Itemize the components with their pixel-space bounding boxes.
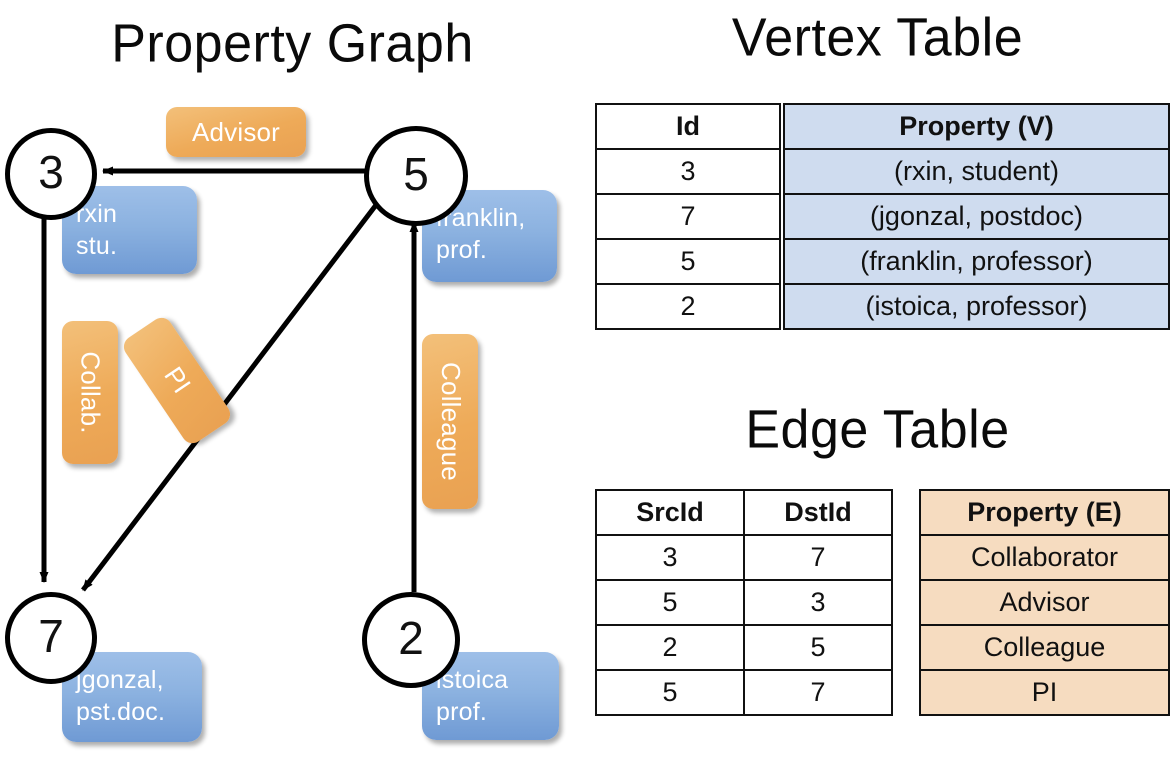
edge-5-to-7 <box>81 203 378 592</box>
vertex-property-jgonzal-line1: jgonzal, <box>76 666 164 694</box>
edge-label-pi-text: PI <box>157 361 197 399</box>
vertex-table-cell-id: 2 <box>595 283 781 330</box>
graph-node-5: 5 <box>364 126 468 226</box>
graph-node-7: 7 <box>5 592 97 684</box>
table-header-row: Id <box>595 103 781 150</box>
edge-table-cell-dstid: 7 <box>743 669 893 716</box>
table-row: 5 7 <box>595 669 893 716</box>
vertex-table-cell-id: 3 <box>595 148 781 195</box>
vertex-property-jgonzal-line2: pst.doc. <box>76 698 166 726</box>
edge-label-collab: Collab. <box>62 321 118 464</box>
graph-node-5-label: 5 <box>403 148 429 200</box>
vertex-table-cell-property: (jgonzal, postdoc) <box>783 193 1170 240</box>
table-row: PI <box>919 669 1170 716</box>
vertex-property-rxin-line2: stu. <box>76 232 118 260</box>
vertex-property-istoica-line2: prof. <box>436 698 488 726</box>
edge-table-cell-dstid: 3 <box>743 579 893 626</box>
edge-table-cell-property: Collaborator <box>919 534 1170 581</box>
table-header-row: SrcId DstId <box>595 489 893 536</box>
edge-table-cell-dstid: 7 <box>743 534 893 581</box>
vertex-table-cell-id: 7 <box>595 193 781 240</box>
graph-node-2-label: 2 <box>398 612 424 664</box>
vertex-property-istoica-line1: istoica <box>436 666 509 694</box>
edge-table-cell-property: Colleague <box>919 624 1170 671</box>
edge-label-advisor-text: Advisor <box>191 116 281 147</box>
table-row: 2 <box>595 283 781 330</box>
vertex-table-id-column: Id 3 7 5 2 <box>595 103 781 330</box>
edge-table-property-column: Property (E) Collaborator Advisor Collea… <box>919 489 1170 716</box>
table-row: 3 <box>595 148 781 195</box>
graph-edge-arrows <box>39 166 419 592</box>
edge-table-cell-property: Advisor <box>919 579 1170 626</box>
edge-table-cell-srcid: 3 <box>595 534 745 581</box>
table-row: 2 5 <box>595 624 893 671</box>
table-row: Collaborator <box>919 534 1170 581</box>
graph-node-7-label: 7 <box>38 610 64 662</box>
vertex-table-property-column: Property (V) (rxin, student) (jgonzal, p… <box>783 103 1170 330</box>
page-title-property-graph: Property Graph <box>111 14 474 74</box>
table-row: 5 <box>595 238 781 285</box>
table-row: (franklin, professor) <box>783 238 1170 285</box>
edge-label-colleague-text: Colleague <box>435 362 466 481</box>
table-row: 5 3 <box>595 579 893 626</box>
vertex-property-box-istoica: istoica prof. <box>422 652 559 740</box>
edge-table-cell-srcid: 5 <box>595 669 745 716</box>
vertex-table-cell-property: (istoica, professor) <box>783 283 1170 330</box>
table-row: Advisor <box>919 579 1170 626</box>
edge-label-advisor: Advisor <box>166 107 306 157</box>
table-row: 7 <box>595 193 781 240</box>
vertex-property-rxin-line1: rxin <box>76 200 118 228</box>
table-row: Colleague <box>919 624 1170 671</box>
table-header-row: Property (V) <box>783 103 1170 150</box>
property-graph-diagram: rxin stu. franklin, prof. jgonzal, pst.d… <box>5 107 559 742</box>
vertex-property-franklin-line2: prof. <box>436 236 488 264</box>
vertex-table-cell-property: (rxin, student) <box>783 148 1170 195</box>
page-title-edge-table: Edge Table <box>745 400 1010 460</box>
edge-table-header-property: Property (E) <box>919 489 1170 536</box>
graph-node-3: 3 <box>5 128 97 220</box>
edge-label-colleague: Colleague <box>422 334 478 509</box>
edge-table-cell-srcid: 5 <box>595 579 745 626</box>
table-row: 3 7 <box>595 534 893 581</box>
graph-node-2: 2 <box>362 592 460 688</box>
page-title-vertex-table: Vertex Table <box>731 8 1024 68</box>
graph-node-3-label: 3 <box>38 146 64 198</box>
edge-table-cell-srcid: 2 <box>595 624 745 671</box>
edge-table-cell-dstid: 5 <box>743 624 893 671</box>
vertex-table-header-property: Property (V) <box>783 103 1170 150</box>
edge-table-header-dstid: DstId <box>743 489 893 536</box>
edge-label-collab-text: Collab. <box>75 351 106 434</box>
table-row: (istoica, professor) <box>783 283 1170 330</box>
vertex-table-header-id: Id <box>595 103 781 150</box>
edge-table-cell-property: PI <box>919 669 1170 716</box>
table-header-row: Property (E) <box>919 489 1170 536</box>
vertex-table-cell-property: (franklin, professor) <box>783 238 1170 285</box>
edge-table-id-columns: SrcId DstId 3 7 5 3 2 5 5 7 <box>595 489 893 716</box>
table-row: (jgonzal, postdoc) <box>783 193 1170 240</box>
edge-table-header-srcid: SrcId <box>595 489 745 536</box>
vertex-table-cell-id: 5 <box>595 238 781 285</box>
table-row: (rxin, student) <box>783 148 1170 195</box>
